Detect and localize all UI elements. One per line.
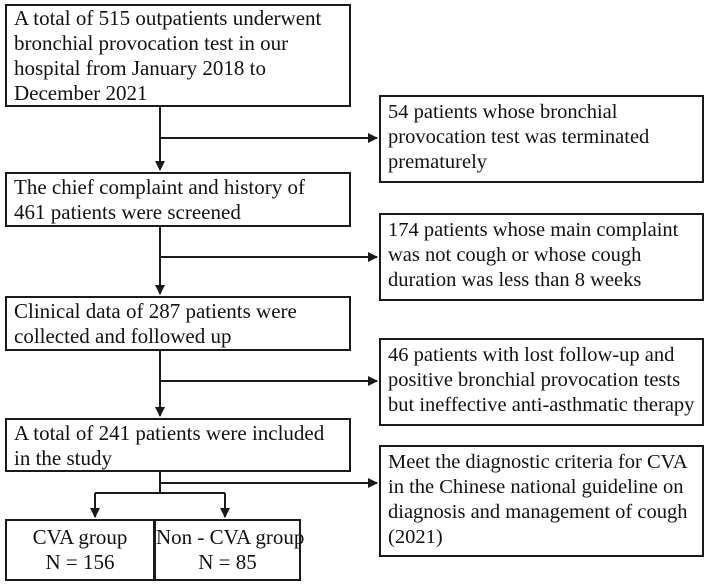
box-text-line: 174 patients whose main complaint: [388, 219, 679, 241]
box-text-line: hospital from January 2018 to: [14, 56, 266, 80]
box-exclusion-not-cough: 174 patients whose main complaint was no…: [379, 213, 704, 301]
box-text-line: Clinical data of 287 patients were: [14, 299, 297, 323]
box-cva-group: CVA group N = 156: [5, 519, 155, 581]
box-exclusion-terminated-test: 54 patients whose bronchial provocation …: [379, 95, 704, 183]
box-screened-patients: The chief complaint and history of 461 p…: [5, 172, 351, 227]
box-text-line: positive bronchial provocation tests: [388, 369, 681, 391]
box-text-line: prematurely: [388, 151, 488, 173]
box-text-line: in the Chinese national guideline on: [388, 476, 684, 498]
box-text-line: duration was less than 8 weeks: [388, 269, 642, 291]
box-text-line: A total of 515 outpatients underwent: [14, 6, 322, 30]
box-initial-outpatients: A total of 515 outpatients underwent bro…: [5, 4, 351, 107]
box-text-line: bronchial provocation test in our: [14, 31, 289, 55]
box-text-line: provocation test was terminated: [388, 126, 650, 148]
box-text-line: December 2021: [14, 81, 148, 105]
box-text-line: The chief complaint and history of: [14, 175, 305, 199]
box-text-line: 54 patients whose bronchial: [388, 101, 618, 123]
box-text-line: 461 patients were screened: [14, 200, 241, 224]
box-exclusion-lost-follow-up: 46 patients with lost follow-up and posi…: [379, 338, 704, 426]
group-name: Non - CVA group: [156, 525, 305, 549]
box-text-line: in the study: [14, 446, 112, 470]
box-clinical-data: Clinical data of 287 patients were colle…: [5, 296, 351, 351]
group-name: CVA group: [32, 525, 128, 549]
box-non-cva-group: Non - CVA group N = 85: [154, 519, 305, 581]
box-text-line: but ineffective anti-asthmatic therapy: [388, 394, 695, 416]
box-text-line: (2021): [388, 526, 443, 548]
group-count: N = 156: [45, 550, 115, 574]
box-text-line: 46 patients with lost follow-up and: [388, 344, 675, 366]
box-text-line: was not cough or whose cough: [388, 244, 642, 266]
box-text-line: Meet the diagnostic criteria for CVA: [388, 451, 688, 473]
box-text-line: diagnosis and management of cough: [388, 501, 688, 523]
box-text-line: A total of 241 patients were included: [14, 421, 325, 445]
box-text-line: collected and followed up: [14, 324, 232, 348]
box-diagnostic-criteria: Meet the diagnostic criteria for CVA in …: [379, 445, 704, 557]
group-count: N = 85: [198, 550, 257, 574]
box-included-patients: A total of 241 patients were included in…: [5, 418, 351, 472]
